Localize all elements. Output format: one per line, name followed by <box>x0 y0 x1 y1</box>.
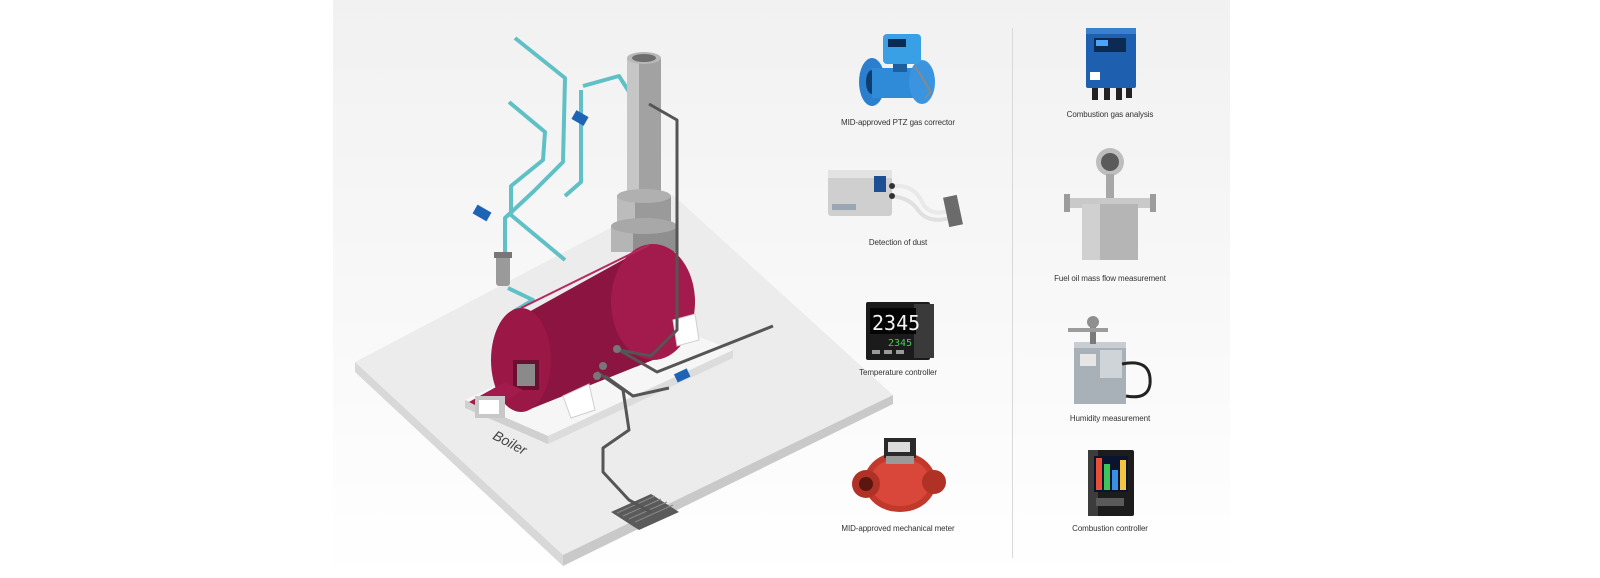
product-mechanical-meter: MID-approved mechanical meter <box>813 428 983 533</box>
mass-flowmeter-icon <box>1064 148 1156 260</box>
product-temperature-controller: 2345 2345 Temperature controller <box>813 298 983 377</box>
product-combustion-controller: Combustion controller <box>1025 448 1195 533</box>
product-mass-flowmeter: Fuel oil mass flow measurement <box>1025 146 1195 283</box>
chimney <box>611 52 677 252</box>
temperature-controller-icon: 2345 2345 <box>866 302 934 360</box>
combustion-controller-icon <box>1088 450 1134 516</box>
gas-analyzer-icon <box>1086 28 1136 100</box>
boiler-installation-illustration <box>355 36 893 566</box>
product-dust-detector: Detection of dust <box>813 162 983 247</box>
column-divider <box>1012 28 1013 558</box>
diagram-stage: Boiler MID-approved PTZ gas corrector <box>333 0 1230 578</box>
fuel-valve <box>673 368 691 383</box>
mechanical-meter-icon <box>852 438 946 512</box>
product-gas-analyzer: Combustion gas analysis <box>1025 26 1195 119</box>
dust-detector-icon <box>828 170 963 228</box>
temp-sub-readout: 2345 <box>888 338 912 349</box>
gas-filter <box>496 254 510 286</box>
humidity-sensor-icon <box>1068 316 1152 404</box>
burner <box>469 360 539 418</box>
gas-valves <box>472 110 589 222</box>
gas-corrector-icon <box>859 34 935 106</box>
temp-main-readout: 2345 <box>872 311 920 335</box>
product-gas-corrector: MID-approved PTZ gas corrector <box>813 26 983 127</box>
product-humidity-sensor: Humidity measurement <box>1025 314 1195 423</box>
sensor-lines <box>596 102 774 514</box>
